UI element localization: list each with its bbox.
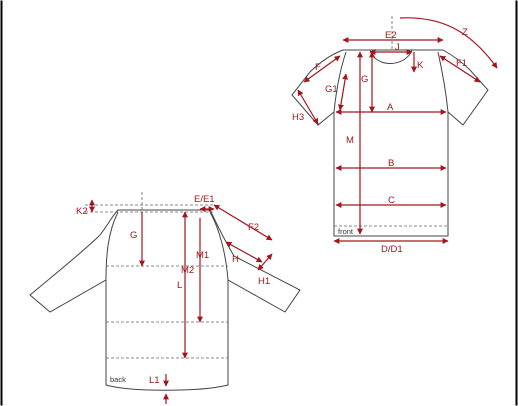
front-right-armhole: [437, 51, 449, 113]
label-c: C: [388, 195, 395, 206]
front-tshirt-outline: [291, 49, 489, 237]
h1-measure-line: [257, 253, 273, 271]
label-f1: F1: [456, 58, 467, 69]
label-j: J: [395, 42, 400, 53]
label-h: H: [232, 254, 239, 265]
f-measure-line: [303, 55, 341, 83]
label-f2: F2: [248, 222, 259, 233]
label-z: Z: [462, 27, 468, 38]
back-sweater-outline: [29, 209, 301, 391]
f2-measure-line: [213, 204, 273, 241]
h-measure-line: [225, 241, 263, 263]
label-d-d1: D/D1: [381, 244, 403, 255]
label-k: K: [417, 60, 424, 71]
h3-measure-line: [297, 89, 319, 125]
label-g1: G1: [325, 84, 338, 95]
label-g-front: G: [361, 74, 368, 85]
label-l: L: [177, 280, 182, 291]
left-frame-line: [0, 0, 3, 406]
label-m: M: [346, 135, 354, 146]
back-right-armhole: [209, 211, 229, 281]
label-front: front: [338, 227, 354, 236]
z-measure-line: [399, 17, 498, 69]
label-e-e1: E/E1: [194, 194, 215, 205]
label-b: B: [388, 158, 394, 169]
label-l1: L1: [149, 375, 160, 386]
label-m2: M2: [181, 265, 194, 276]
label-f: F: [315, 62, 321, 73]
g1-measure-line: [337, 73, 349, 111]
right-frame-line: [515, 0, 518, 406]
label-m1: M1: [196, 250, 209, 261]
label-back: back: [110, 375, 126, 384]
f1-measure-line: [439, 55, 481, 83]
label-e2: E2: [385, 30, 397, 41]
label-g-back: G: [130, 230, 137, 241]
label-h1: H1: [258, 276, 270, 287]
back-view: K2 G E/E1 F2 M1 M2 H H1 L L1 back: [29, 192, 301, 404]
back-left-armhole: [105, 211, 119, 281]
label-h3: H3: [292, 112, 304, 123]
front-view: E2 J Z F G K F1 G1 A H3 M B C D/D1 front: [291, 16, 498, 255]
label-a: A: [387, 102, 394, 113]
label-k2: K2: [76, 206, 88, 217]
